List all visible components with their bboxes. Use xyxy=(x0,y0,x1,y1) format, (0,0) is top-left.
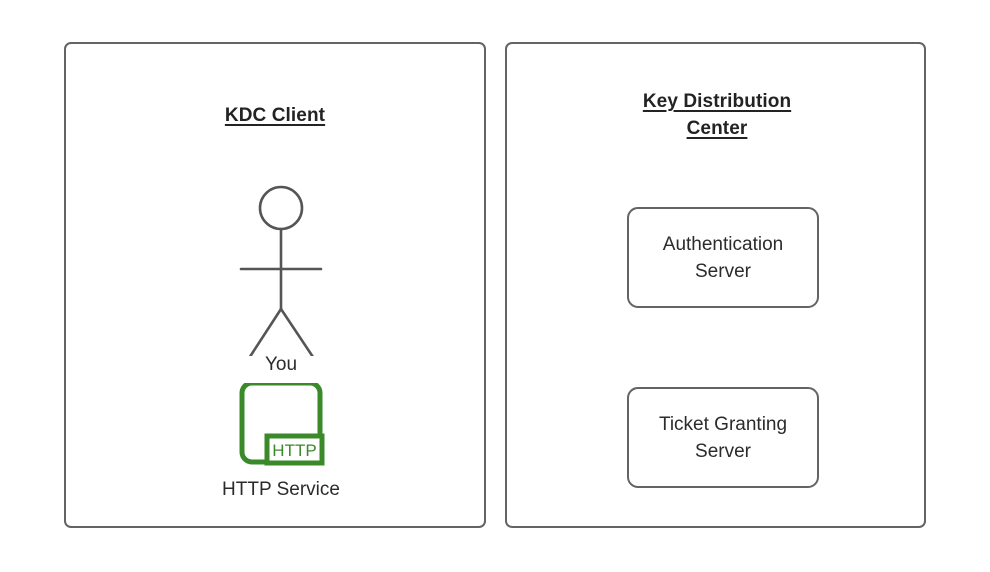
node-you-label: You xyxy=(264,354,298,375)
node-http-service-label: HTTP Service xyxy=(222,479,340,500)
panel-kdc-client-title-text: KDC Client xyxy=(224,105,326,126)
panel-key-distribution-center[interactable]: Key Distribution Center Authentication S… xyxy=(505,42,926,528)
authentication-server-label-line2: Server xyxy=(695,260,751,282)
node-authentication-server[interactable]: Authentication Server xyxy=(627,207,819,308)
node-http-service[interactable]: HTTP HTTP Service xyxy=(206,383,356,543)
node-you[interactable]: You xyxy=(221,156,341,376)
http-badge-text: HTTP xyxy=(272,441,316,460)
authentication-server-label-line1: Authentication xyxy=(662,233,784,255)
ticket-granting-server-label-line1: Ticket Granting xyxy=(658,413,788,435)
http-service-icon: HTTP xyxy=(206,383,356,475)
stick-figure-actor-icon xyxy=(239,185,323,356)
node-ticket-granting-server[interactable]: Ticket Granting Server xyxy=(627,387,819,488)
panel-kdc-title-line2: Center xyxy=(686,118,748,139)
panel-kdc-title-line1: Key Distribution xyxy=(642,91,792,112)
ticket-granting-server-label-line2: Server xyxy=(695,440,751,462)
panel-kdc-client[interactable]: KDC Client You xyxy=(64,42,486,528)
panel-kdc-client-title: KDC Client xyxy=(66,102,484,129)
panel-key-distribution-center-title: Key Distribution Center xyxy=(599,88,835,142)
